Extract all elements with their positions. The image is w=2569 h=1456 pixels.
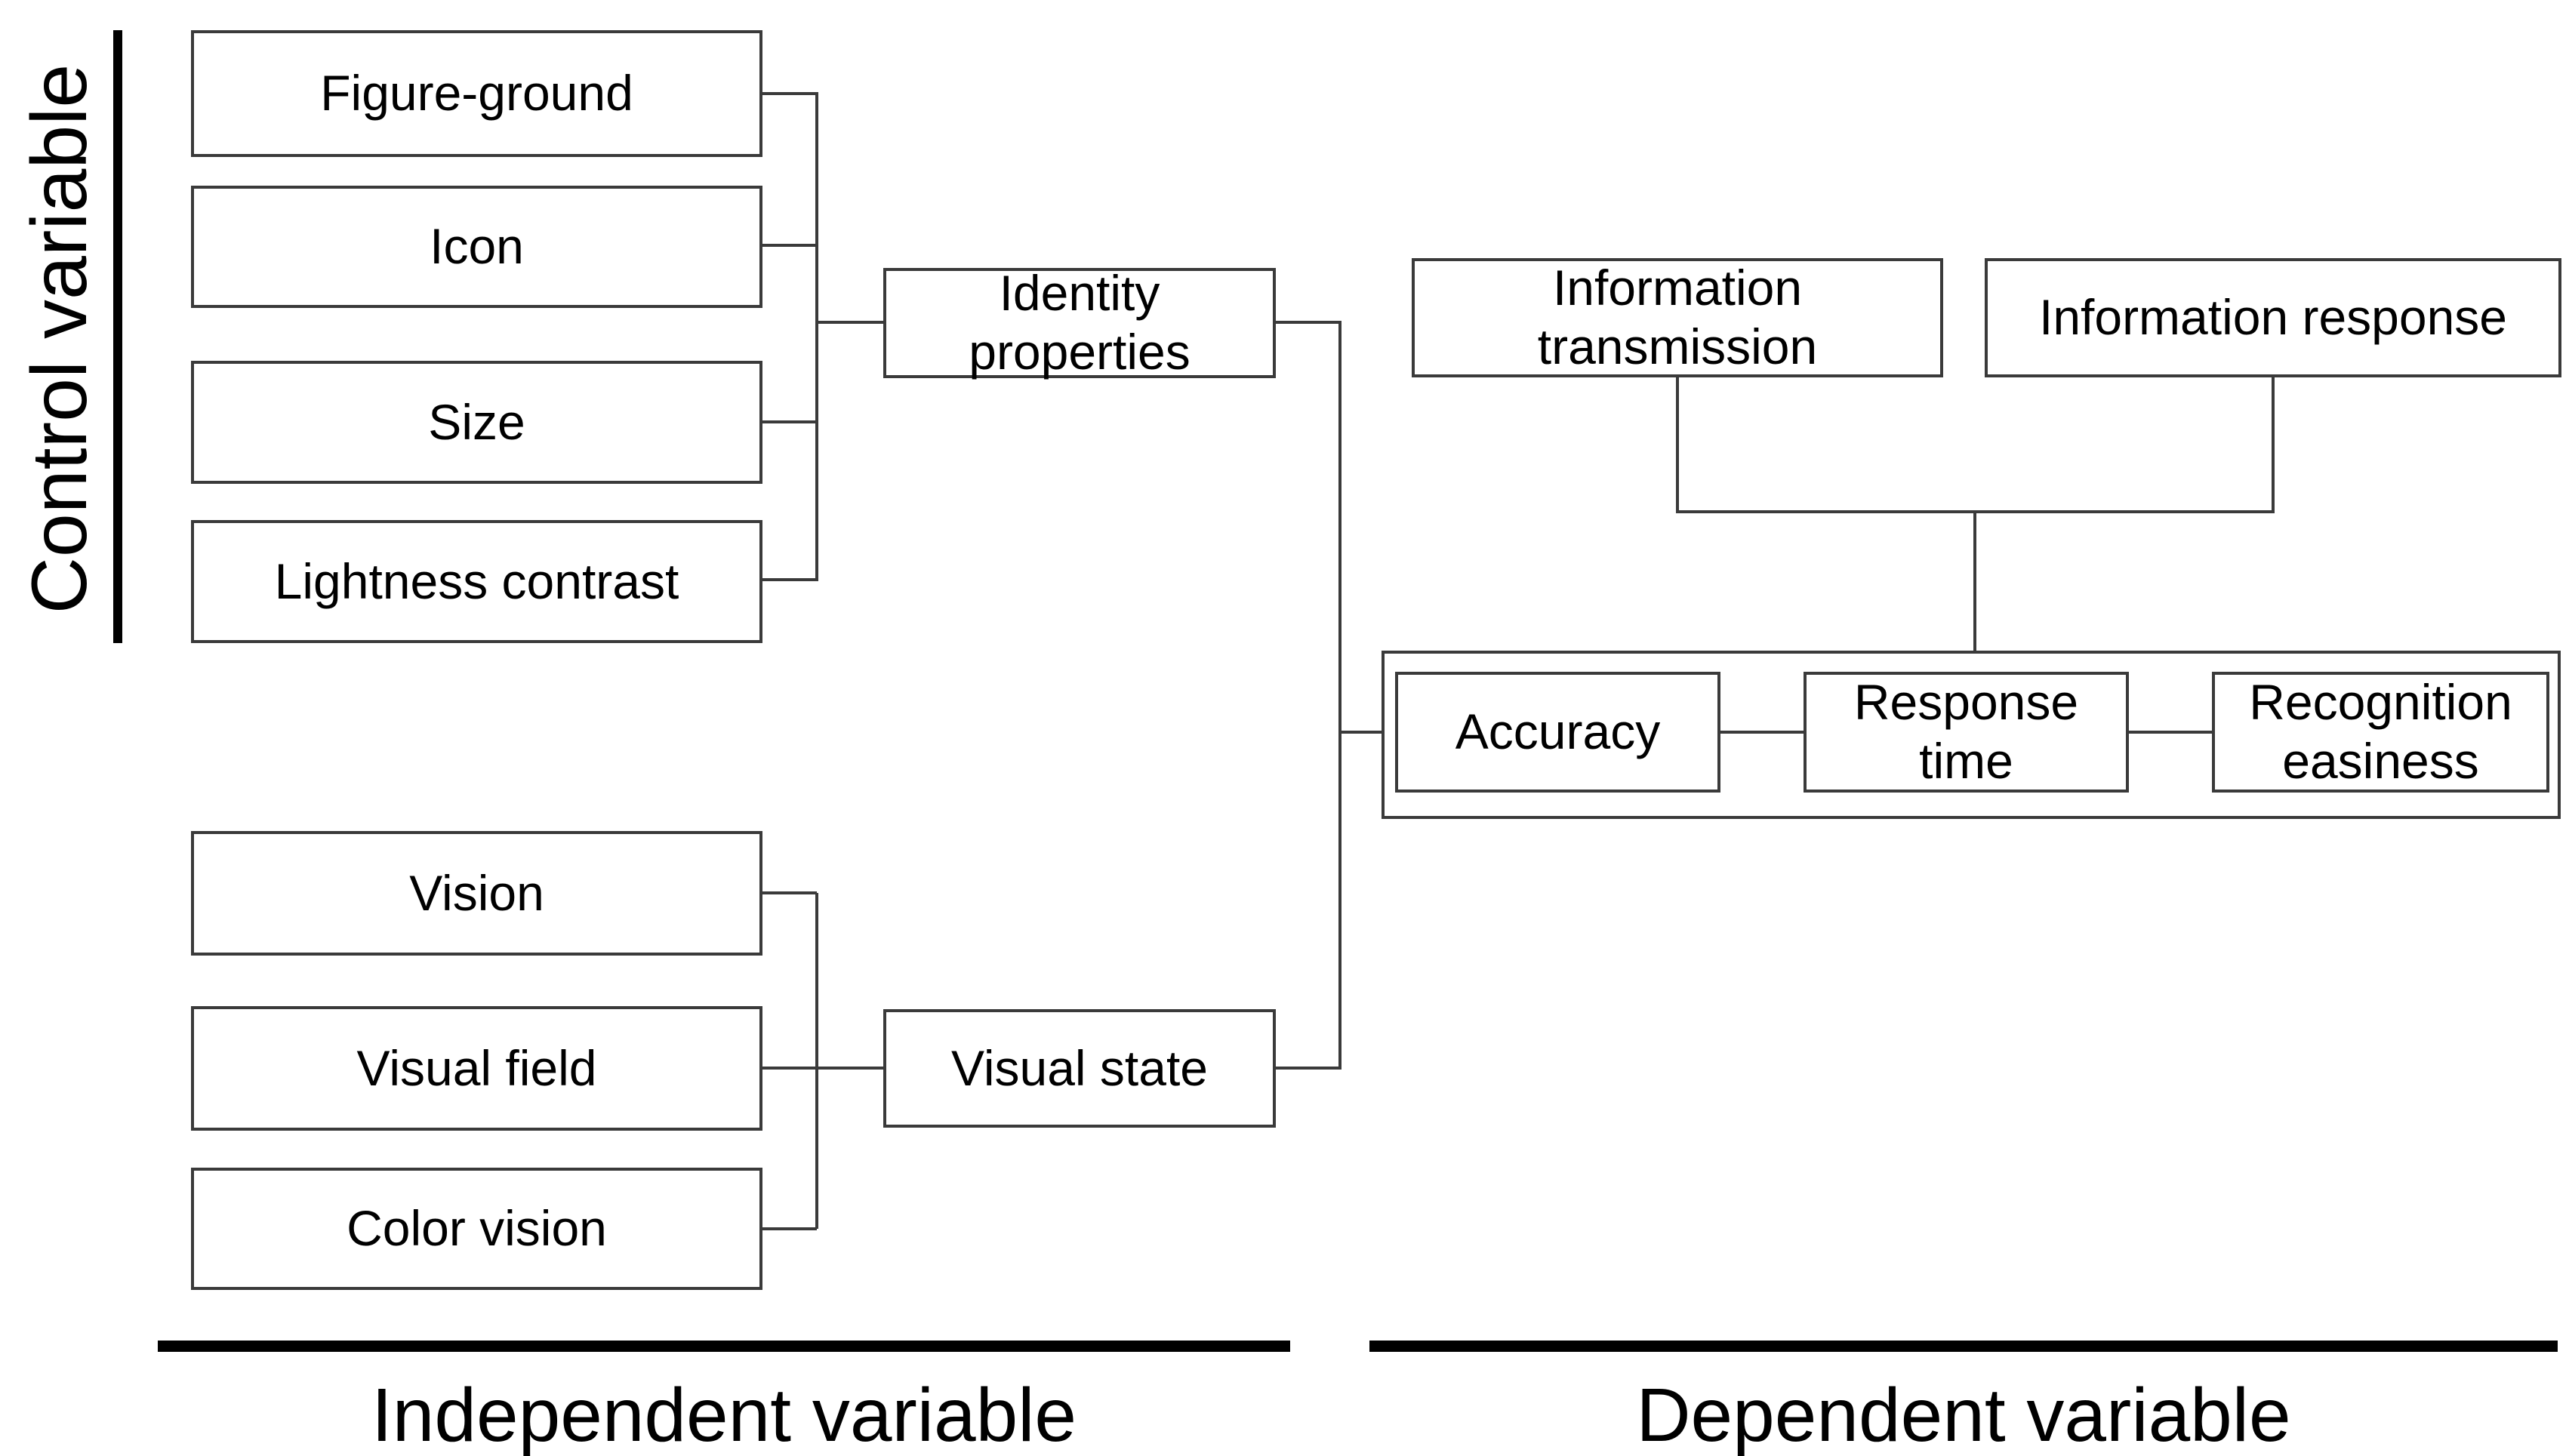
- connector-identity-right-stub: [1276, 321, 1340, 324]
- node-visual-field: Visual field: [191, 1006, 762, 1131]
- independent-variable-bar: [158, 1341, 1290, 1352]
- node-figure-ground: Figure-ground: [191, 30, 762, 157]
- connector-info-response-drop: [2272, 377, 2275, 512]
- connector-size-stub: [762, 420, 817, 423]
- connector-left-bottom-spine: [815, 893, 818, 1229]
- node-accuracy: Accuracy: [1395, 672, 1720, 793]
- node-information-response: Information response: [1985, 258, 2561, 377]
- connector-accuracy-responsetime: [1720, 731, 1804, 734]
- node-vision: Vision: [191, 831, 762, 956]
- node-vision-label: Vision: [409, 864, 544, 921]
- node-size-label: Size: [428, 393, 525, 450]
- node-information-response-label: Information response: [2038, 289, 2507, 346]
- connector-right-spine: [1338, 321, 1341, 1070]
- node-icon: Icon: [191, 186, 762, 308]
- node-figure-ground-label: Figure-ground: [320, 65, 633, 122]
- node-information-transmission-label: Information transmission: [1537, 260, 1818, 374]
- node-identity-properties-label: Identity properties: [969, 265, 1191, 380]
- connector-visual-state-right-stub: [1276, 1067, 1340, 1070]
- node-icon-label: Icon: [430, 218, 524, 275]
- node-color-vision-label: Color vision: [347, 1200, 607, 1257]
- node-identity-properties: Identity properties: [883, 265, 1276, 380]
- node-information-transmission: Information transmission: [1412, 258, 1943, 377]
- connector-dependent-branch: [1340, 731, 1398, 734]
- connector-responsetime-recognition: [2129, 731, 2212, 734]
- node-size: Size: [191, 361, 762, 484]
- connector-left-top-spine: [815, 92, 818, 581]
- connector-identity-branch: [817, 321, 883, 324]
- node-color-vision: Color vision: [191, 1168, 762, 1290]
- connector-icon-stub: [762, 244, 817, 247]
- node-accuracy-label: Accuracy: [1455, 703, 1661, 760]
- node-visual-state: Visual state: [883, 1009, 1276, 1128]
- connector-info-transmission-drop: [1676, 377, 1679, 512]
- connector-vision-stub: [762, 891, 817, 894]
- control-variable-label: Control variable: [16, 63, 103, 614]
- node-recognition-easiness-label: Recognition easiness: [2249, 674, 2512, 789]
- connector-info-center-drop: [1973, 512, 1976, 652]
- connector-color-vision-stub: [762, 1227, 817, 1230]
- node-visual-state-label: Visual state: [951, 1039, 1208, 1096]
- node-recognition-easiness: Recognition easiness: [2212, 672, 2549, 793]
- connector-lightness-stub: [762, 578, 817, 581]
- node-visual-field-label: Visual field: [356, 1039, 597, 1096]
- node-lightness-contrast-label: Lightness contrast: [274, 553, 679, 609]
- connector-visual-field-line: [762, 1067, 883, 1070]
- node-response-time: Response time: [1804, 672, 2129, 793]
- node-lightness-contrast: Lightness contrast: [191, 520, 762, 643]
- node-response-time-label: Response time: [1853, 674, 2079, 789]
- control-variable-bar: [113, 30, 122, 643]
- dependent-variable-label: Dependent variable: [1636, 1373, 2291, 1456]
- connector-figure-ground-stub: [762, 92, 817, 95]
- independent-variable-label: Independent variable: [371, 1373, 1077, 1456]
- dependent-variable-bar: [1369, 1341, 2558, 1352]
